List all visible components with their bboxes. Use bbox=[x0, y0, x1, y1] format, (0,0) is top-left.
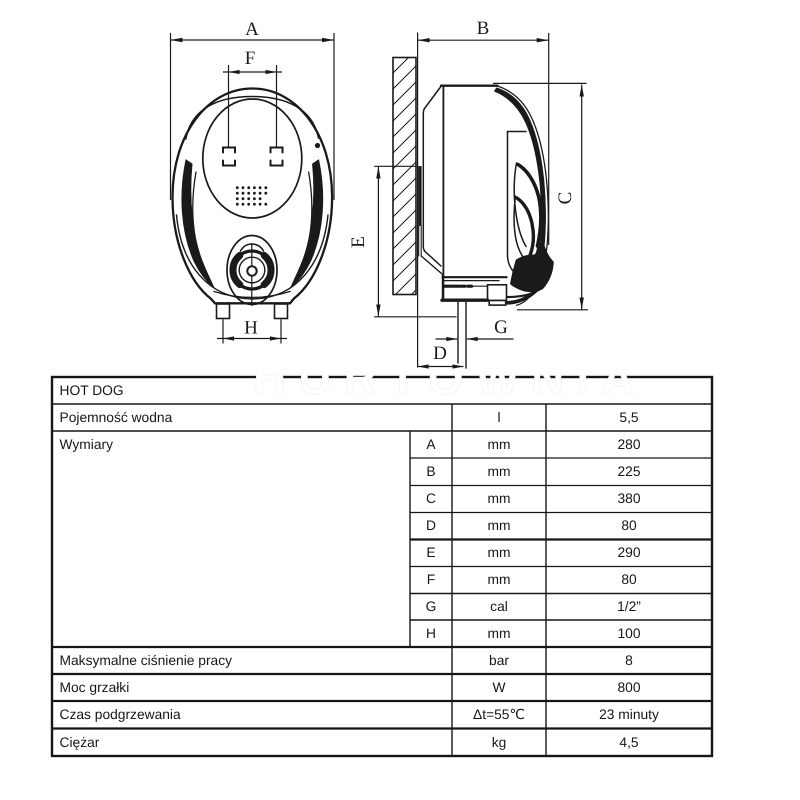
svg-text:C: C bbox=[555, 192, 576, 205]
svg-text:B: B bbox=[477, 18, 490, 39]
svg-text:D: D bbox=[433, 343, 447, 364]
svg-text:F: F bbox=[245, 48, 256, 69]
svg-text:E: E bbox=[348, 236, 369, 248]
svg-text:A: A bbox=[245, 19, 259, 40]
svg-text:H: H bbox=[244, 318, 258, 339]
svg-text:G: G bbox=[494, 317, 508, 338]
